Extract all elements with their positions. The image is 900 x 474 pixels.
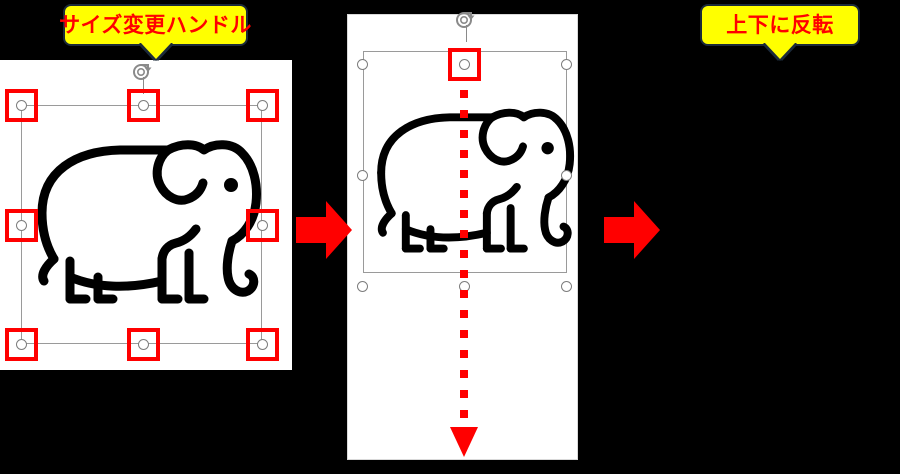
handle-top-center[interactable]	[137, 99, 149, 111]
handle-top-left[interactable]	[356, 58, 368, 70]
callout-flip-label: 上下に反転	[726, 13, 834, 37]
handle-highlight-bottom-left	[4, 327, 38, 361]
handle-highlight-top-center	[447, 47, 481, 81]
before-resize-panel	[0, 60, 292, 370]
step-arrow-2	[604, 201, 660, 259]
handle-middle-right[interactable]	[560, 169, 572, 181]
handle-highlight-top-center	[126, 88, 160, 122]
rotate-handle[interactable]	[131, 63, 155, 95]
handle-bottom-center[interactable]	[137, 338, 149, 350]
handle-top-left[interactable]	[15, 99, 27, 111]
handle-bottom-left[interactable]	[356, 280, 368, 292]
handle-highlight-top-right	[245, 88, 279, 122]
elephant-eye-icon	[541, 142, 554, 155]
elephant-icon	[37, 140, 261, 304]
rotate-handle[interactable]	[454, 11, 478, 43]
handle-highlight-middle-left	[4, 208, 38, 242]
handle-highlight-middle-right	[245, 208, 279, 242]
handle-top-right[interactable]	[256, 99, 268, 111]
elephant-eye-icon	[224, 178, 238, 192]
handle-middle-left[interactable]	[356, 169, 368, 181]
callout-flip-vertical: 上下に反転	[700, 4, 860, 59]
callout-tail	[140, 43, 171, 59]
result-panel	[672, 60, 900, 474]
handle-highlight-top-left	[4, 88, 38, 122]
handle-bottom-right[interactable]	[560, 280, 572, 292]
handle-top-center[interactable]	[458, 58, 470, 70]
handle-highlight-bottom-right	[245, 327, 279, 361]
callout-resize-handle: サイズ変更ハンドル	[59, 4, 251, 59]
callout-tail	[765, 43, 795, 59]
callout-resize-label: サイズ変更ハンドル	[59, 13, 252, 37]
handle-bottom-left[interactable]	[15, 338, 27, 350]
elephant-icon	[377, 108, 575, 253]
handle-middle-right[interactable]	[256, 219, 268, 231]
step-arrow-1	[296, 201, 352, 259]
handle-middle-left[interactable]	[15, 219, 27, 231]
flip-direction-arrow	[450, 90, 478, 457]
handle-bottom-right[interactable]	[256, 338, 268, 350]
handle-top-right[interactable]	[560, 58, 572, 70]
handle-highlight-bottom-center	[126, 327, 160, 361]
